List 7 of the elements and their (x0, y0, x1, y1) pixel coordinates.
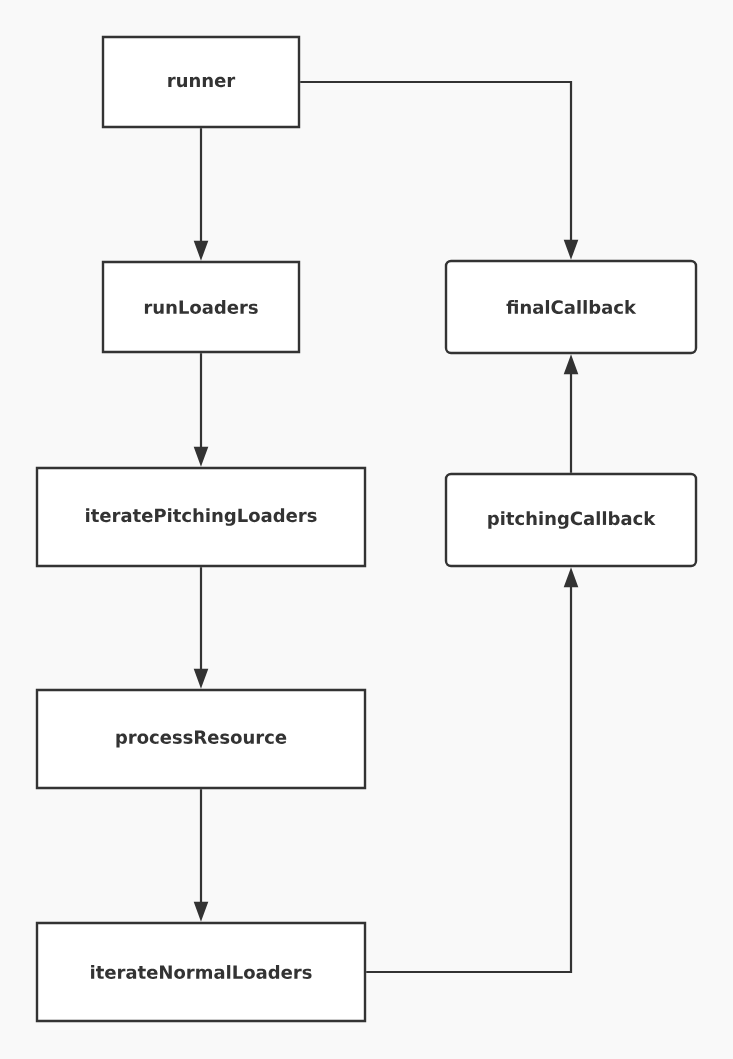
process-box: runner (101, 35, 301, 129)
process-box: processResource (35, 688, 367, 790)
process-box: iteratePitchingLoaders (35, 466, 367, 568)
process-box: iterateNormalLoaders (35, 921, 367, 1023)
rounded-process-box: finalCallback (444, 259, 698, 355)
process-box: runLoaders (101, 260, 301, 354)
rounded-process-box: pitchingCallback (444, 472, 698, 568)
